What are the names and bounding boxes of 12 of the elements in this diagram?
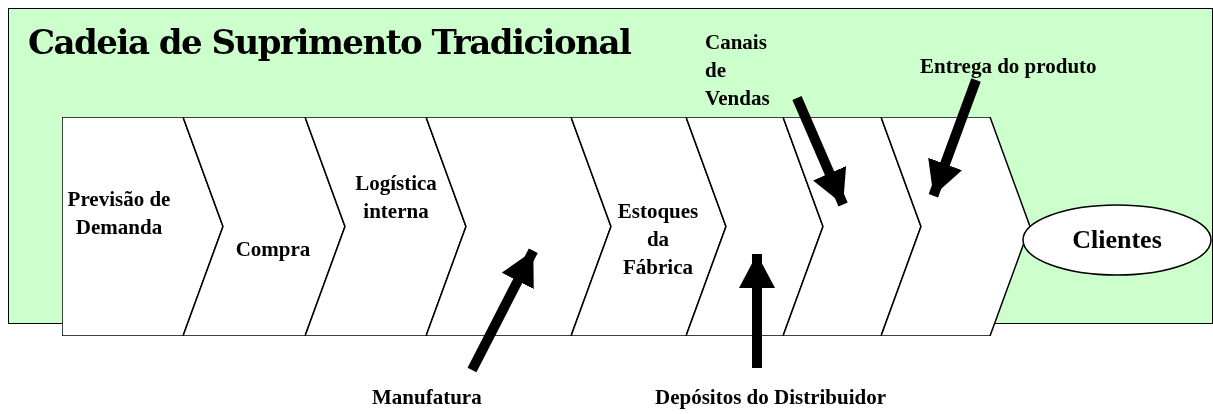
arrow (467, 248, 538, 373)
callout-label: Canais de Vendas (705, 28, 791, 112)
arrow (739, 254, 775, 368)
step-label: Estoques da Fábrica (616, 198, 700, 281)
callout-label: Entrega do produto (920, 52, 1097, 80)
step-label: Compra (234, 236, 312, 263)
node-label: Clientes (1071, 224, 1163, 256)
callout-label: Depósitos do Distribuidor (655, 383, 887, 411)
step-label: Logística interna (354, 170, 438, 225)
step-label: Previsão de Demanda (66, 186, 172, 241)
diagram-title: Cadeia de Suprimento Tradicional (28, 22, 631, 62)
callout-label: Manufatura (372, 383, 482, 411)
